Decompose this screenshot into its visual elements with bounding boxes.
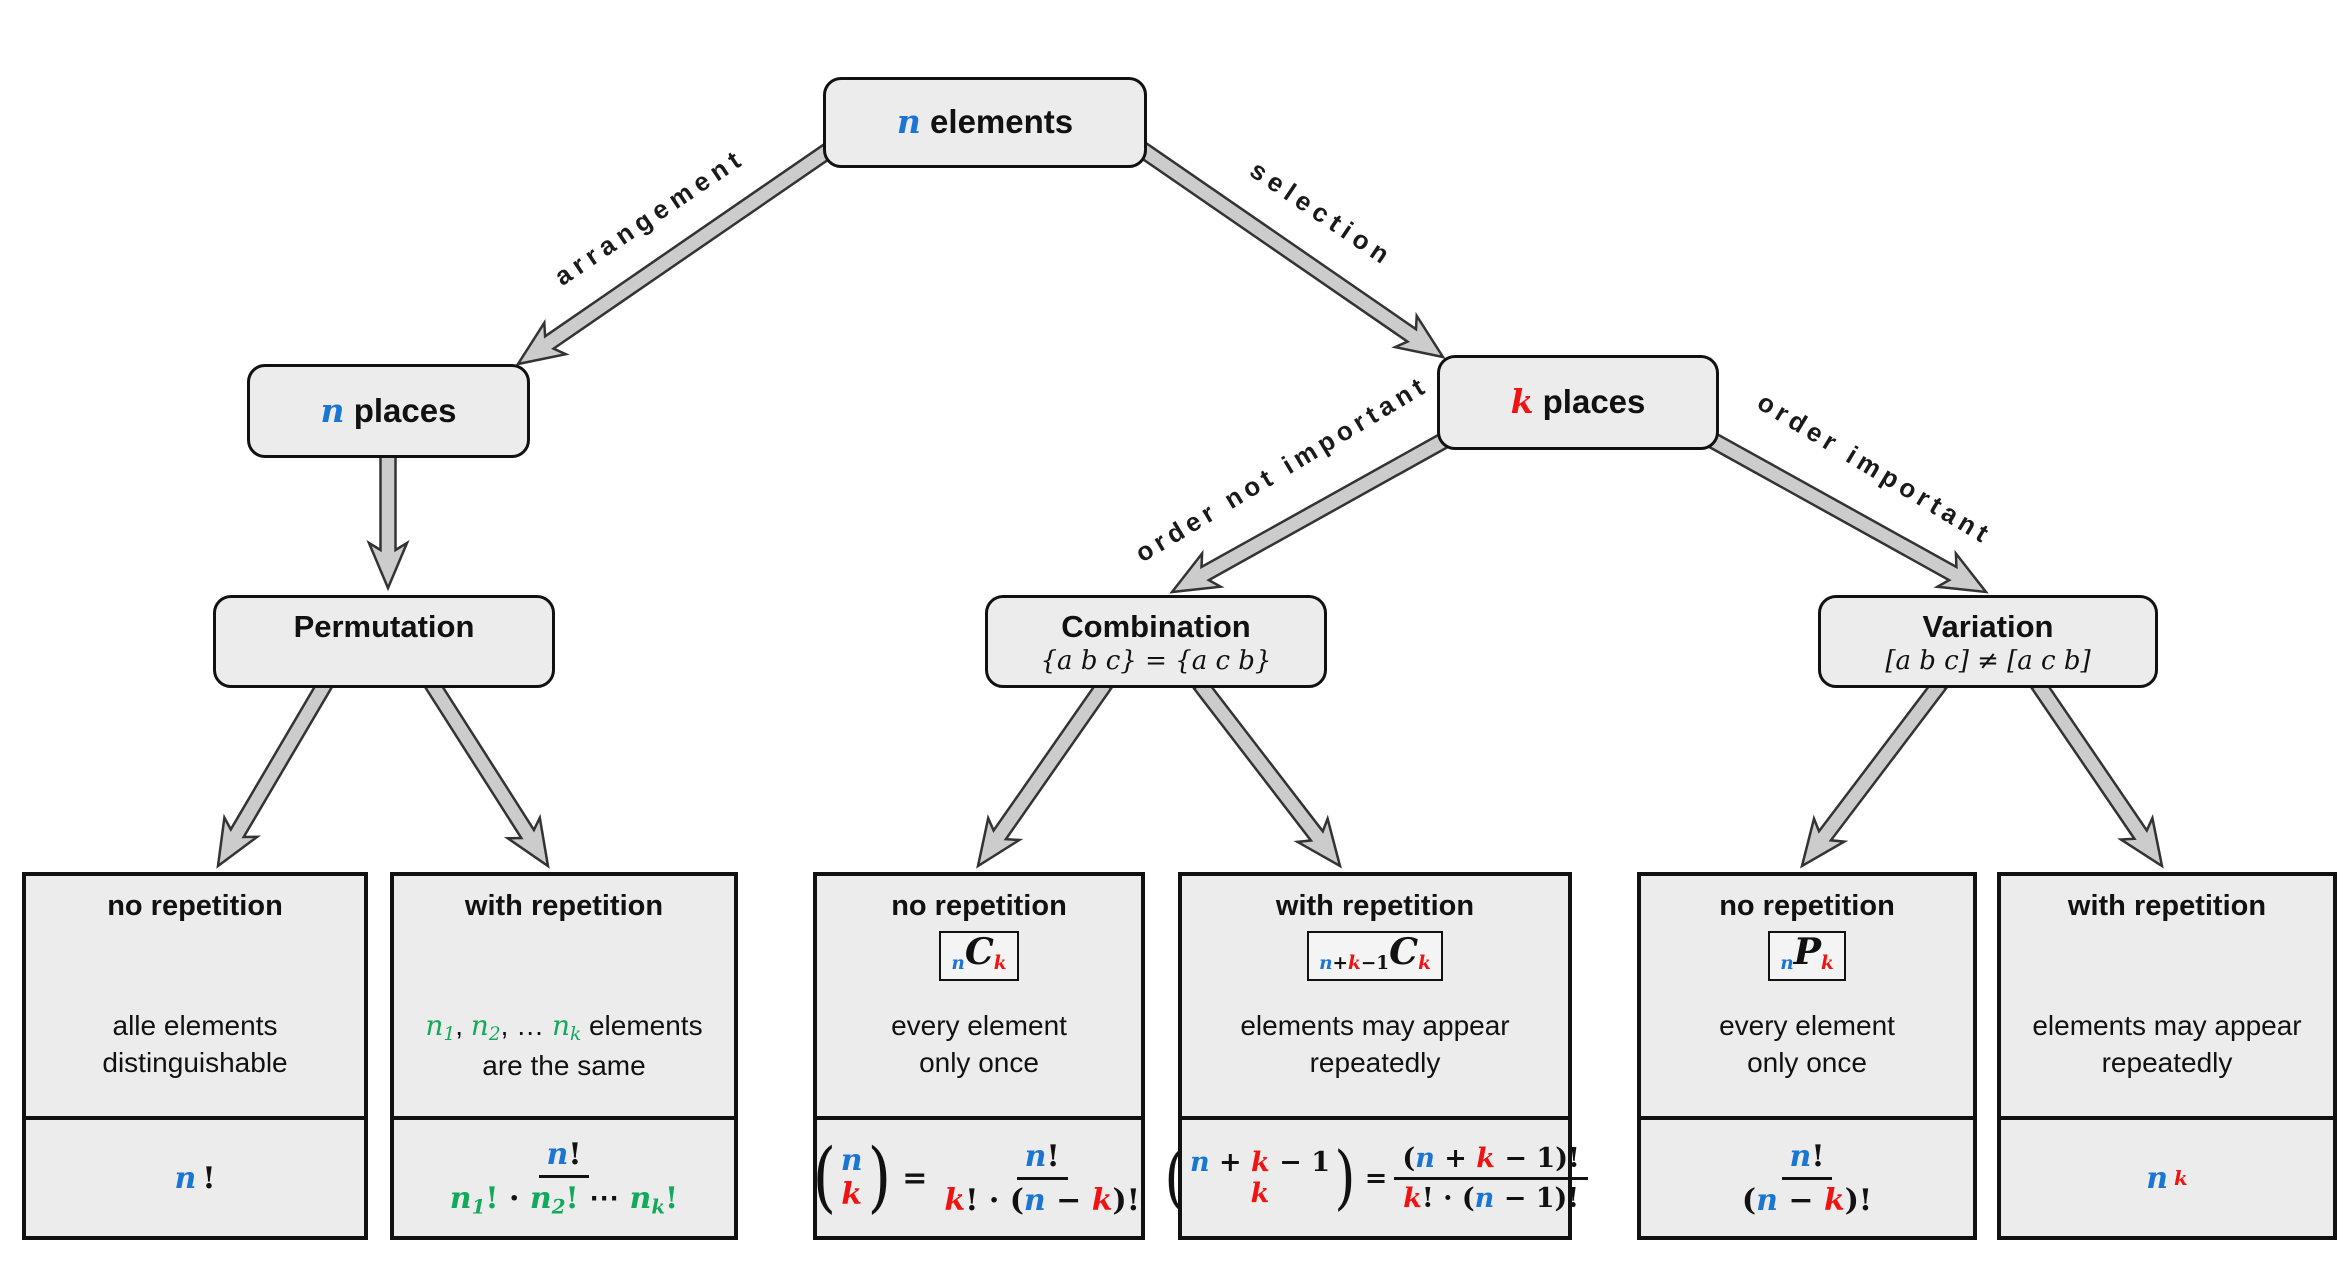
leaf-body: elements may appear repeatedly (2032, 1010, 2302, 1078)
flow-arrow (1699, 427, 1989, 594)
leaf-formula-section: n! n1! · n2! ⋯ nk! (394, 1120, 734, 1236)
formula-k-permutation: n! (n − k)! (1741, 1138, 1873, 1218)
node-variation: Variation [a b c] ≠ [a c b] (1818, 595, 2158, 688)
flow-arrow (1192, 677, 1342, 869)
notation-nPk: nPk (1768, 931, 1846, 982)
leaf-body: alle elements distinguishable (102, 1010, 288, 1078)
node-k-places-label: k places (1510, 382, 1646, 422)
leaf-combination-no-repetition: no repetition nCk every element only onc… (813, 872, 1145, 1240)
leaf-formula-section: n! (n − k)! (1641, 1120, 1973, 1236)
flow-arrow (976, 677, 1113, 869)
formula-n-factorial: n! (174, 1160, 216, 1196)
leaf-body: n1, n2, … nk elements are the same (425, 1009, 703, 1081)
node-k-places: k places (1437, 355, 1719, 450)
leaf-permutation-with-repetition: with repetition n1, n2, … nk elements ar… (390, 872, 738, 1240)
flow-arrow (216, 678, 334, 869)
notation-badge-row: nCk (817, 931, 1141, 982)
leaf-combination-with-repetition: with repetition n+k−1Ck elements may app… (1164, 872, 1588, 1240)
node-variation-example: [a b c] ≠ [a c b] (1885, 646, 2091, 677)
leaf-description-section: with repetition n1, n2, … nk elements ar… (394, 876, 734, 1120)
leaf-body: elements may appear repeatedly (1240, 1010, 1510, 1078)
flow-arrow (1169, 427, 1458, 594)
formula-multiset-binomial: ( n + k − 1 k ) = (n + k − 1)! k! · (n −… (1162, 1143, 1588, 1214)
flow-arrow (366, 453, 410, 592)
leaf-variation-with-repetition: with repetition elements may appear repe… (1997, 872, 2337, 1240)
leaf-header: with repetition (464, 890, 664, 922)
leaf-header: no repetition (1719, 890, 1895, 922)
node-n-places-label: n places (320, 390, 457, 430)
flow-arrow (1133, 140, 1446, 359)
leaf-formula-section: n! (26, 1120, 364, 1236)
formula-binomial: ( n k ) = n! k! · (n − k)! (812, 1132, 1140, 1223)
notation-n-plus-k-minus-1-Ck: n+k−1Ck (1307, 931, 1443, 982)
node-variation-title: Variation (1922, 609, 2054, 644)
flow-arrow (423, 678, 550, 869)
node-combination: Combination {a b c} = {a c b} (985, 595, 1327, 688)
leaf-formula-section: ( n k ) = n! k! · (n − k)! (813, 1120, 1141, 1236)
leaf-formula-section: ( n + k − 1 k ) = (n + k − 1)! k! · (n −… (1164, 1120, 1588, 1236)
flow-arrow (1800, 677, 1948, 869)
formula-multiset-permutation: n! n1! · n2! ⋯ nk! (449, 1137, 679, 1219)
flow-arrow (2030, 678, 2164, 869)
leaf-header: with repetition (1275, 890, 1475, 922)
notation-badge-row: n+k−1Ck (1182, 931, 1568, 982)
leaf-body: every element only once (891, 1010, 1067, 1078)
leaf-body: every element only once (1719, 1010, 1895, 1078)
node-n-elements: n elements (823, 77, 1147, 168)
leaf-variation-no-repetition: no repetition nPk every element only onc… (1637, 872, 1977, 1240)
notation-nCk: nCk (939, 931, 1019, 982)
node-permutation: Permutation (213, 595, 555, 688)
leaf-header: with repetition (2067, 890, 2267, 922)
leaf-description-section: with repetition elements may appear repe… (2001, 876, 2333, 1120)
node-n-places: n places (247, 364, 530, 458)
leaf-permutation-no-repetition: no repetition alle elements distinguisha… (22, 872, 368, 1240)
node-combination-title: Combination (1061, 609, 1251, 644)
flow-arrow (515, 140, 839, 366)
leaf-header: no repetition (891, 890, 1067, 922)
node-permutation-title: Permutation (293, 609, 475, 644)
leaf-description-section: no repetition nPk every element only onc… (1641, 876, 1973, 1120)
notation-badge-row: nPk (1641, 931, 1973, 982)
node-n-elements-label: n elements (896, 102, 1074, 142)
leaf-description-section: no repetition alle elements distinguisha… (26, 876, 364, 1120)
leaf-description-section: no repetition nCk every element only onc… (817, 876, 1141, 1120)
leaf-description-section: with repetition n+k−1Ck elements may app… (1182, 876, 1568, 1120)
leaf-header: no repetition (107, 890, 283, 922)
node-combination-example: {a b c} = {a c b} (1040, 646, 1272, 677)
